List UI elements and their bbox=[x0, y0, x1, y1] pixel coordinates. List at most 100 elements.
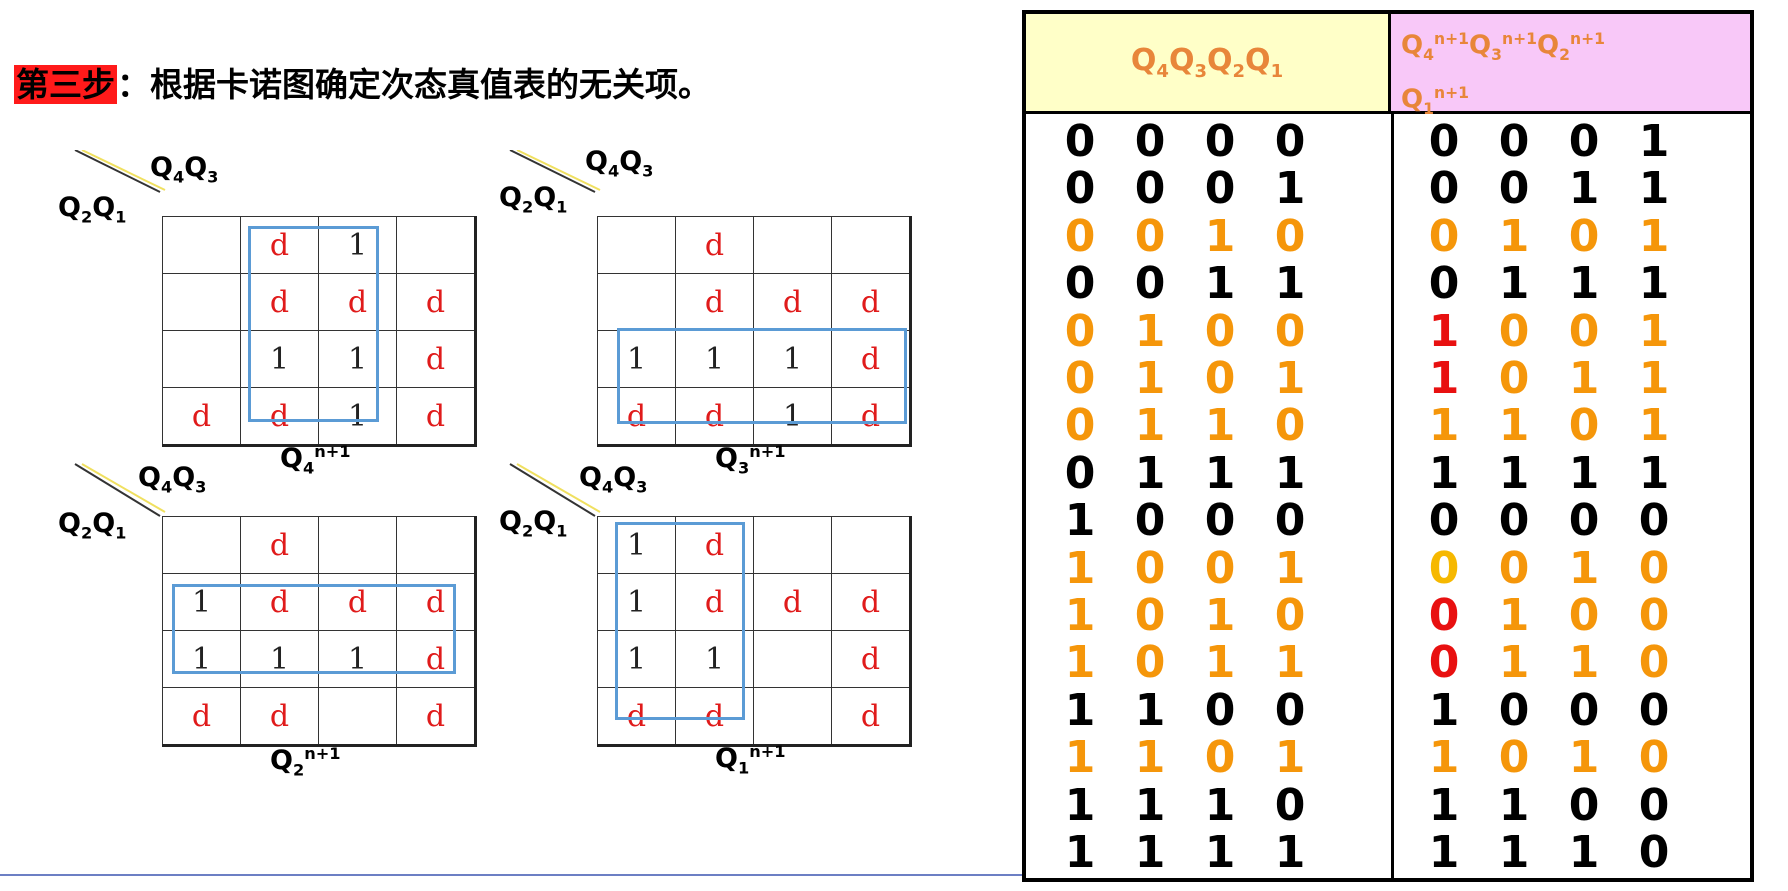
kmap-cell bbox=[831, 216, 912, 274]
input-bit: 1 bbox=[1134, 353, 1166, 404]
input-bit: 0 bbox=[1274, 400, 1306, 452]
input-bit: 0 bbox=[1204, 495, 1236, 547]
output-bit: 0 bbox=[1568, 590, 1600, 641]
input-bit: 0 bbox=[1204, 542, 1236, 594]
input-bit: 1 bbox=[1134, 779, 1166, 831]
input-bit: 1 bbox=[1274, 258, 1306, 310]
kmap-row: d bbox=[597, 216, 912, 274]
input-bit: 0 bbox=[1204, 305, 1236, 357]
input-bit: 1 bbox=[1064, 495, 1096, 547]
kmap-cell: d bbox=[318, 273, 397, 331]
output-bit: 1 bbox=[1638, 353, 1670, 404]
column-divider bbox=[1391, 114, 1394, 878]
kmap-cell: d bbox=[396, 273, 477, 331]
kmap-output-label: Q1n+1 bbox=[715, 742, 786, 778]
input-bit: 1 bbox=[1134, 732, 1166, 784]
kmap-output-label: Q3n+1 bbox=[715, 442, 786, 478]
kmap-cell: 1 bbox=[675, 630, 754, 688]
output-bit: 0 bbox=[1568, 210, 1600, 262]
output-bit: 0 bbox=[1428, 495, 1460, 547]
input-bit: 1 bbox=[1134, 400, 1166, 452]
input-bit: 0 bbox=[1204, 732, 1236, 784]
kmap-cell: 1 bbox=[675, 330, 754, 388]
output-bit: 1 bbox=[1498, 210, 1530, 262]
output-bit: 1 bbox=[1428, 305, 1460, 357]
input-bit: 1 bbox=[1134, 447, 1166, 499]
kmap-cell: d bbox=[831, 687, 912, 747]
kmap-cell: d bbox=[240, 516, 319, 574]
output-bit: 0 bbox=[1498, 305, 1530, 357]
kmap-cell: 1 bbox=[597, 573, 676, 631]
output-bit: 1 bbox=[1428, 400, 1460, 452]
output-bit: 1 bbox=[1568, 732, 1600, 784]
output-bit: 1 bbox=[1568, 827, 1600, 878]
input-bit: 0 bbox=[1274, 116, 1306, 167]
output-bit: 0 bbox=[1498, 732, 1530, 784]
input-bit: 0 bbox=[1134, 590, 1166, 641]
input-bit: 1 bbox=[1064, 684, 1096, 736]
input-bit: 1 bbox=[1064, 542, 1096, 594]
header-current-state: Q4Q3Q2Q1 bbox=[1026, 14, 1391, 114]
kmap-cell bbox=[753, 216, 832, 274]
kmap-cell bbox=[162, 516, 241, 574]
input-bit: 1 bbox=[1274, 542, 1306, 594]
kmap-cell: d bbox=[240, 573, 319, 631]
kmap-corner-diagonal bbox=[74, 150, 166, 193]
input-bit: 0 bbox=[1064, 116, 1096, 167]
input-bit: 1 bbox=[1064, 732, 1096, 784]
input-bit: 0 bbox=[1204, 684, 1236, 736]
kmap-left-label: Q2Q1 bbox=[58, 508, 127, 543]
output-bit: 0 bbox=[1568, 400, 1600, 452]
input-bit: 0 bbox=[1134, 542, 1166, 594]
kmap-top-label: Q4Q3 bbox=[579, 462, 648, 497]
input-bit: 1 bbox=[1064, 827, 1096, 878]
output-bit: 0 bbox=[1638, 542, 1670, 594]
input-bit: 1 bbox=[1274, 732, 1306, 784]
output-bit: 0 bbox=[1428, 163, 1460, 215]
output-bit: 1 bbox=[1568, 353, 1600, 404]
input-bit: 0 bbox=[1274, 590, 1306, 641]
input-bit: 0 bbox=[1274, 495, 1306, 547]
output-bit: 0 bbox=[1498, 495, 1530, 547]
kmap-cell: 1 bbox=[318, 330, 397, 388]
output-bit: 1 bbox=[1568, 447, 1600, 499]
output-bit: 0 bbox=[1498, 116, 1530, 167]
output-bit: 1 bbox=[1428, 684, 1460, 736]
slide-title: 第三步：根据卡诺图确定次态真值表的无关项。 bbox=[14, 58, 711, 106]
kmap-cell: 1 bbox=[240, 630, 319, 688]
output-bit: 1 bbox=[1498, 400, 1530, 452]
input-bit: 1 bbox=[1064, 779, 1096, 831]
input-bit: 0 bbox=[1064, 400, 1096, 452]
kmap-cell: 1 bbox=[597, 330, 676, 388]
output-bit: 1 bbox=[1638, 163, 1670, 215]
input-bit: 0 bbox=[1064, 210, 1096, 262]
output-bit: 0 bbox=[1638, 495, 1670, 547]
input-bit: 0 bbox=[1134, 163, 1166, 215]
kmap-cell: d bbox=[675, 216, 754, 274]
kmap-cell: d bbox=[396, 387, 477, 447]
kmap-cell: d bbox=[597, 687, 676, 747]
kmap-cell: 1 bbox=[753, 330, 832, 388]
output-bit: 1 bbox=[1638, 400, 1670, 452]
kmap-cell bbox=[318, 687, 397, 747]
kmap-cell: d bbox=[675, 387, 754, 447]
kmap-cell: d bbox=[597, 387, 676, 447]
kmap-cell: d bbox=[162, 687, 241, 747]
output-bit: 1 bbox=[1428, 353, 1460, 404]
input-bit: 0 bbox=[1064, 258, 1096, 310]
output-bit: 1 bbox=[1638, 210, 1670, 262]
input-bit: 0 bbox=[1134, 210, 1166, 262]
